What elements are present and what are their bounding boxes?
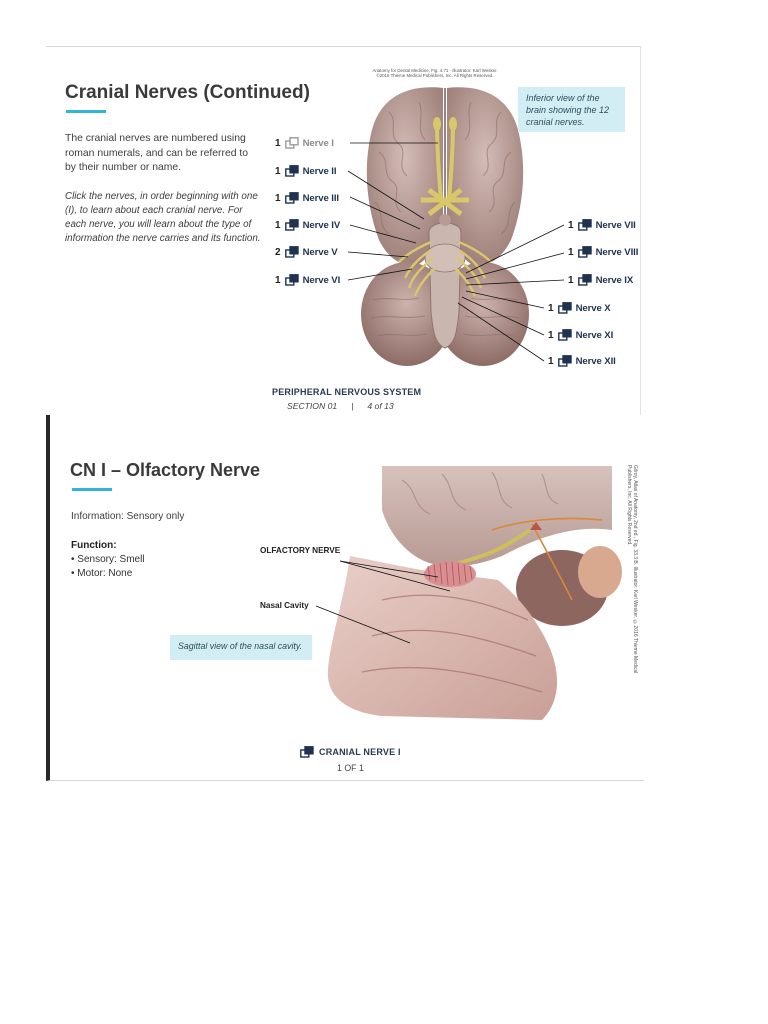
function-heading: Function:	[71, 540, 117, 551]
slide2-leader-lines	[315, 560, 451, 644]
section-label: SECTION 01	[287, 401, 338, 411]
nerve-1-button[interactable]: 1 Nerve I	[275, 136, 334, 150]
nerve-12-button[interactable]: 1 Nerve XII	[548, 354, 616, 368]
nerve-leader-lines	[347, 142, 565, 362]
intro-text: The cranial nerves are numbered using ro…	[65, 133, 249, 173]
popup-window-icon	[284, 219, 299, 231]
popup-window-icon	[284, 246, 299, 258]
popup-window-icon	[284, 137, 299, 149]
page-indicator: 4 of 13	[367, 401, 394, 411]
nerve-6-count: 1	[275, 274, 281, 286]
nerve-6-label: Nerve VI	[302, 274, 341, 286]
nerve-11-button[interactable]: 1 Nerve XI	[548, 328, 613, 342]
image-credit-vertical: Gilroy, Atlas of Anatomy, 2nd ed., Fig. …	[626, 465, 638, 674]
section-separator: |	[351, 401, 354, 411]
nerve-9-label: Nerve IX	[595, 274, 634, 286]
nerve-10-button[interactable]: 1 Nerve X	[548, 301, 611, 315]
popup-window-icon	[284, 165, 299, 177]
instructions-text: Click the nerves, in order beginning wit…	[65, 191, 261, 244]
credit-line-2: ©2016 Thieme Medical Publishers, Inc. Al…	[376, 73, 494, 78]
nerve-10-label: Nerve X	[575, 302, 611, 314]
nerve-2-label: Nerve II	[302, 165, 337, 177]
brain-caption-callout: Inferior view of the brain showing the 1…	[518, 87, 625, 132]
nerve-9-button[interactable]: 1 Nerve IX	[568, 273, 633, 287]
slide2-title: CN I – Olfactory Nerve	[70, 460, 261, 480]
nerve-1-count: 1	[275, 137, 281, 149]
popup-window-icon	[557, 355, 572, 367]
popup-window-icon	[577, 219, 592, 231]
nerve-12-label: Nerve XII	[575, 355, 616, 367]
nerve-4-label: Nerve IV	[302, 219, 341, 231]
nerve-5-label: Nerve V	[302, 246, 338, 258]
nerve-10-count: 1	[548, 302, 554, 314]
credit-line-1: Anatomy for Dental Medicine, Fig. 4.71 ·…	[372, 68, 498, 73]
nerve-8-label: Nerve VIII	[595, 246, 639, 258]
popup-window-icon	[577, 274, 592, 286]
nasal-cavity-sagittal-illustration	[327, 466, 622, 720]
nerve-4-count: 1	[275, 219, 281, 231]
page-indicator: 1 OF 1	[337, 763, 364, 773]
nerve-11-count: 1	[548, 329, 554, 341]
function-item-motor: • Motor: None	[71, 568, 133, 579]
nerve-12-count: 1	[548, 355, 554, 367]
nerve-7-count: 1	[568, 219, 574, 231]
title-accent-bar	[72, 488, 112, 491]
popup-window-icon	[284, 274, 299, 286]
nerve-3-button[interactable]: 1 Nerve III	[275, 191, 339, 205]
nerve-3-label: Nerve III	[302, 192, 340, 204]
olfactory-nerve-label: OLFACTORY NERVE	[260, 546, 341, 555]
nerve-3-count: 1	[275, 192, 281, 204]
nerve-6-button[interactable]: 1 Nerve VI	[275, 273, 340, 287]
brain-inferior-illustration	[361, 87, 529, 366]
nerve-5-button[interactable]: 2 Nerve V	[275, 245, 338, 259]
nerve-7-label: Nerve VII	[595, 219, 636, 231]
slide1-title: Cranial Nerves (Continued)	[65, 82, 310, 103]
popup-window-icon	[300, 746, 314, 758]
nerve-11-label: Nerve XI	[575, 329, 614, 341]
slide-cranial-nerves: Cranial Nerves (Continued) The cranial n…	[46, 46, 641, 415]
nasal-cavity-label: Nasal Cavity	[260, 601, 309, 610]
image-credit: Anatomy for Dental Medicine, Fig. 4.71 ·…	[346, 68, 524, 78]
nerve-5-count: 2	[275, 246, 281, 258]
nerve-7-button[interactable]: 1 Nerve VII	[568, 218, 636, 232]
section-indicator: SECTION 01 | 4 of 13	[287, 401, 394, 411]
popup-window-icon	[557, 329, 572, 341]
nerve-8-count: 1	[568, 246, 574, 258]
function-block: Function: • Sensory: Smell • Motor: None	[71, 539, 145, 581]
title-accent-bar	[66, 110, 106, 113]
popup-window-icon	[284, 192, 299, 204]
nerve-1-label: Nerve I	[302, 137, 334, 149]
module-title: PERIPHERAL NERVOUS SYSTEM	[272, 387, 422, 397]
slide-olfactory-nerve: CN I – Olfactory Nerve Information: Sens…	[46, 415, 644, 781]
cranial-nerve-i-button[interactable]: CRANIAL NERVE I	[300, 746, 401, 758]
information-text: Information: Sensory only	[71, 511, 185, 522]
nerve-9-count: 1	[568, 274, 574, 286]
nerve-4-button[interactable]: 1 Nerve IV	[275, 218, 340, 232]
nasal-caption-callout: Sagittal view of the nasal cavity.	[170, 635, 312, 660]
popup-window-icon	[577, 246, 592, 258]
function-item-sensory: • Sensory: Smell	[71, 554, 145, 565]
popup-window-icon	[557, 302, 572, 314]
nerve-2-button[interactable]: 1 Nerve II	[275, 164, 337, 178]
nerve-8-button[interactable]: 1 Nerve VIII	[568, 245, 638, 259]
cranial-nerve-i-label: CRANIAL NERVE I	[319, 747, 401, 757]
nerve-2-count: 1	[275, 165, 281, 177]
